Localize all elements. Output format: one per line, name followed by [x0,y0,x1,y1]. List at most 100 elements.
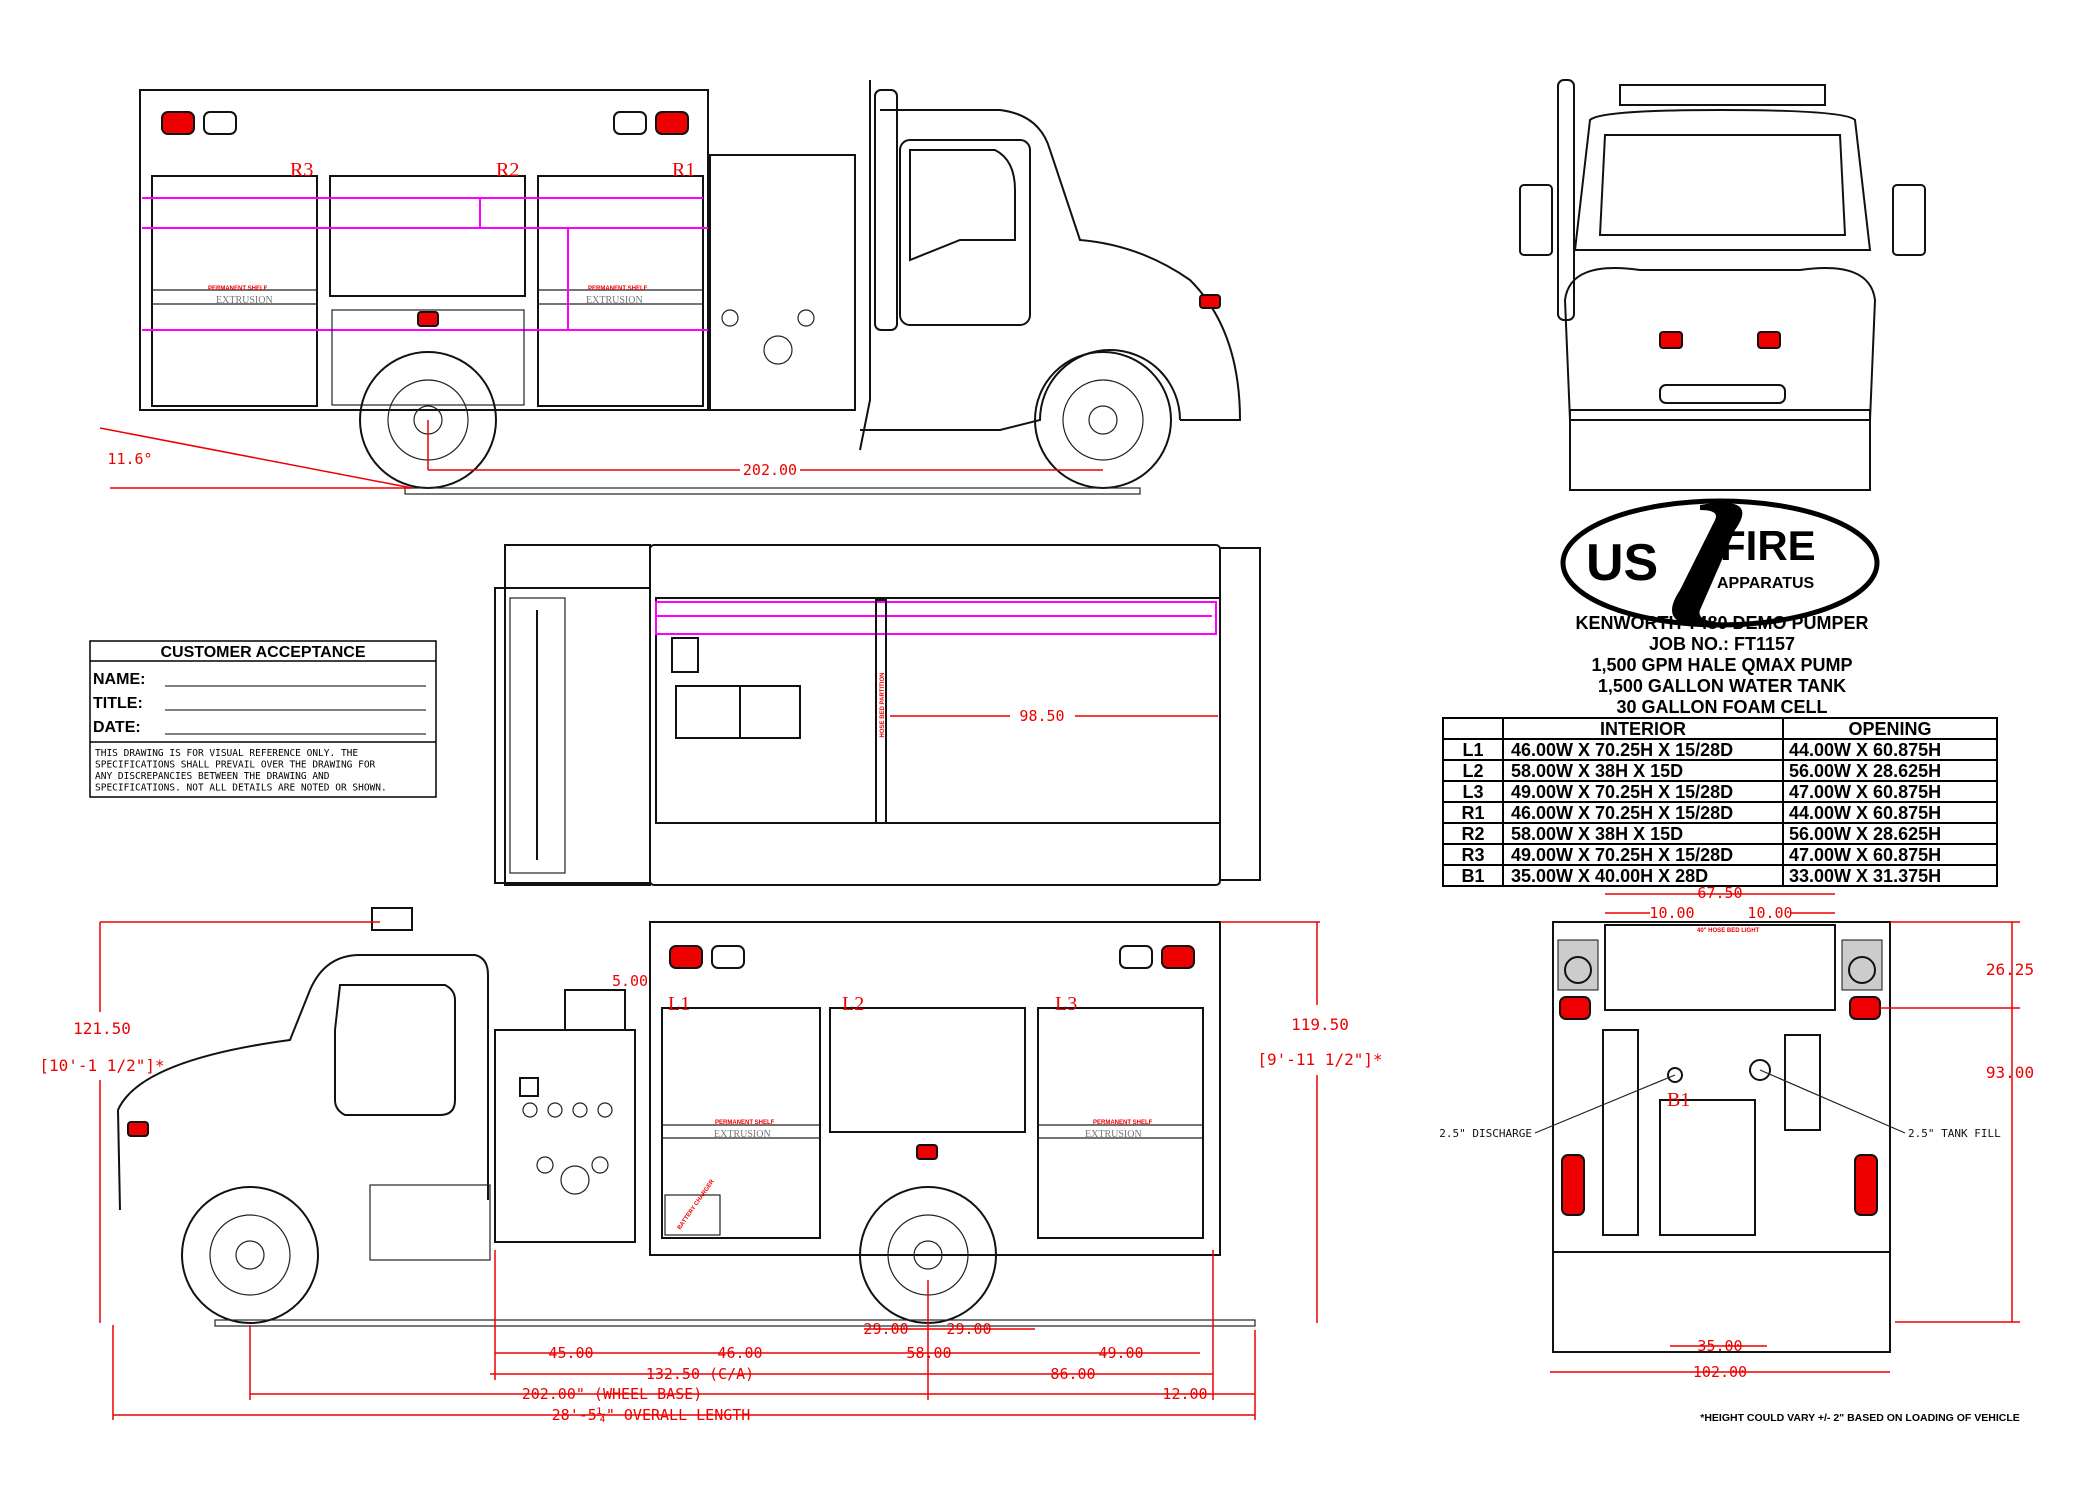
front-bumper [1569,409,1871,491]
title-line: 1,500 GPM HALE QMAX PUMP [1591,655,1852,675]
dimension-49: 49.00 [1098,1344,1143,1362]
front-light [127,1121,149,1137]
partition-label: HOSE BED PARTITION [880,673,886,738]
title-line: 1,500 GALLON WATER TANK [1598,676,1846,696]
disclaimer-line: SPECIFICATIONS SHALL PREVAIL OVER THE DR… [95,760,376,771]
ladder [1602,1029,1639,1236]
acceptance-title: CUSTOMER ACCEPTANCE [160,644,365,661]
tail-light [1854,1154,1878,1216]
tank-fill-label: 2.5" TANK FILL [1908,1127,2001,1140]
marker-light [417,311,439,327]
dimension-26-25: 26.25 [1986,960,2034,979]
warning-light [655,111,689,135]
compartment-label: L1 [668,993,690,1015]
hose-bed [655,597,1221,824]
front-wheel [181,1186,319,1324]
row-opening: 47.00W X 60.875H [1789,782,1941,802]
beacon [371,907,413,931]
rear-step-top [1219,547,1261,881]
wheel-well-panel [331,309,525,406]
discharge-outlet [1667,1067,1683,1083]
body-outline [139,89,709,411]
shelf-label: PERMANENT SHELF [1093,1120,1153,1126]
dimension-12: 12.00 [1162,1385,1207,1403]
warning-light [1161,945,1195,969]
row-id: B1 [1461,866,1484,886]
marker-light [1199,294,1221,309]
front-height-feet: [10'-1 1/2"]* [39,1056,164,1075]
dimension-45: 45.00 [548,1344,593,1362]
extrusion-label: EXTRUSION [586,295,643,306]
rear-height-feet: [9'-11 1/2"]* [1257,1050,1382,1069]
row-interior: 46.00W X 70.25H X 15/28D [1511,740,1733,760]
length-dimensions: 29.00 29.00 45.00 46.00 58.00 49.00 132.… [112,1250,1256,1424]
compartment-r3 [151,175,318,407]
rear-view: 40" HOSE BED LIGHT B1 2.5" DISCHARGE 2.5… [1439,884,2034,1381]
dimension-58: 58.00 [906,1344,951,1362]
step-box [369,1184,491,1261]
extrusion-label: EXTRUSION [714,1129,771,1140]
bumper-grille [1659,384,1786,404]
hatch [671,637,699,673]
front-light [1757,331,1781,349]
title-label: TITLE: [93,695,143,712]
row-interior: 58.00W X 38H X 15D [1511,824,1683,844]
row-opening: 56.00W X 28.625H [1789,761,1941,781]
compartment-b1 [1659,1099,1756,1236]
body-outline [649,921,1221,1256]
disclaimer-line: THIS DRAWING IS FOR VISUAL REFERENCE ONL… [95,748,358,759]
dimension-86: 86.00 [1050,1365,1095,1383]
row-id: R1 [1461,803,1484,823]
discharge-label: 2.5" DISCHARGE [1439,1127,1532,1140]
compartment-label: R3 [290,159,313,181]
departure-angle: 11.6° [107,450,152,468]
left-side-view: PERMANENT SHELF PERMANENT SHELF EXTRUSIO… [39,907,1383,1424]
marker-light [711,945,745,969]
front-wheel [1034,351,1172,489]
title-line: JOB NO.: FT1157 [1649,634,1795,654]
tail-light [1561,1154,1585,1216]
cab-door [899,139,1031,326]
compartment-l3 [1037,1007,1204,1239]
compartment-r1 [537,175,704,407]
monitor-offset-dimension: 5.00 [612,972,648,990]
row-id: R3 [1461,845,1484,865]
battery-charger [664,1194,721,1236]
marker-light [916,1144,938,1160]
warning-light [1849,996,1881,1020]
top-view: HOSE BED PARTITION 98.50 [494,544,1261,886]
rear-height-dimension: 119.50 [1291,1015,1349,1034]
plumbing-line [655,601,1217,635]
row-opening: 56.00W X 28.625H [1789,824,1941,844]
logo-apparatus-text: APPARATUS [1717,575,1815,592]
row-opening: 44.00W X 60.875H [1789,740,1941,760]
wheelbase-dimension: 202.00 [743,461,797,479]
title-block: KENWORTH T480 DEMO PUMPER JOB NO.: FT115… [1575,613,1868,717]
compartment-label: L2 [842,993,864,1015]
dimension-29a: 29.00 [863,1320,908,1338]
row-opening: 44.00W X 60.875H [1789,803,1941,823]
cab-door [334,984,456,1116]
row-interior: 35.00W X 40.00H X 28D [1511,866,1708,886]
header-opening: OPENING [1848,719,1931,739]
height-footnote: *HEIGHT COULD VARY +/- 2" BASED ON LOADI… [1700,1412,2020,1424]
cab-front [1573,108,1872,251]
header-interior: INTERIOR [1600,719,1686,739]
compartment-l1 [661,1007,821,1239]
cab-outline [116,954,489,1211]
customer-acceptance-box: CUSTOMER ACCEPTANCE NAME: TITLE: DATE: T… [89,640,437,798]
dimension-35: 35.00 [1697,1337,1742,1355]
pump-panel [709,154,856,411]
row-id: R2 [1461,824,1484,844]
disclaimer-line: ANY DISCREPANCIES BETWEEN THE DRAWING AN… [95,771,330,782]
cab-window [909,149,1016,262]
dimension-29b: 29.00 [946,1320,991,1338]
rear-bumper-wheels [1552,1251,1891,1353]
logo-fire-text: FIRE [1720,522,1816,569]
ground-line [404,487,1141,495]
dimension-10b: 10.00 [1747,904,1792,922]
row-interior: 49.00W X 70.25H X 15/28D [1511,845,1733,865]
compartment-label: R2 [496,159,519,181]
compartment-r2 [329,175,526,297]
